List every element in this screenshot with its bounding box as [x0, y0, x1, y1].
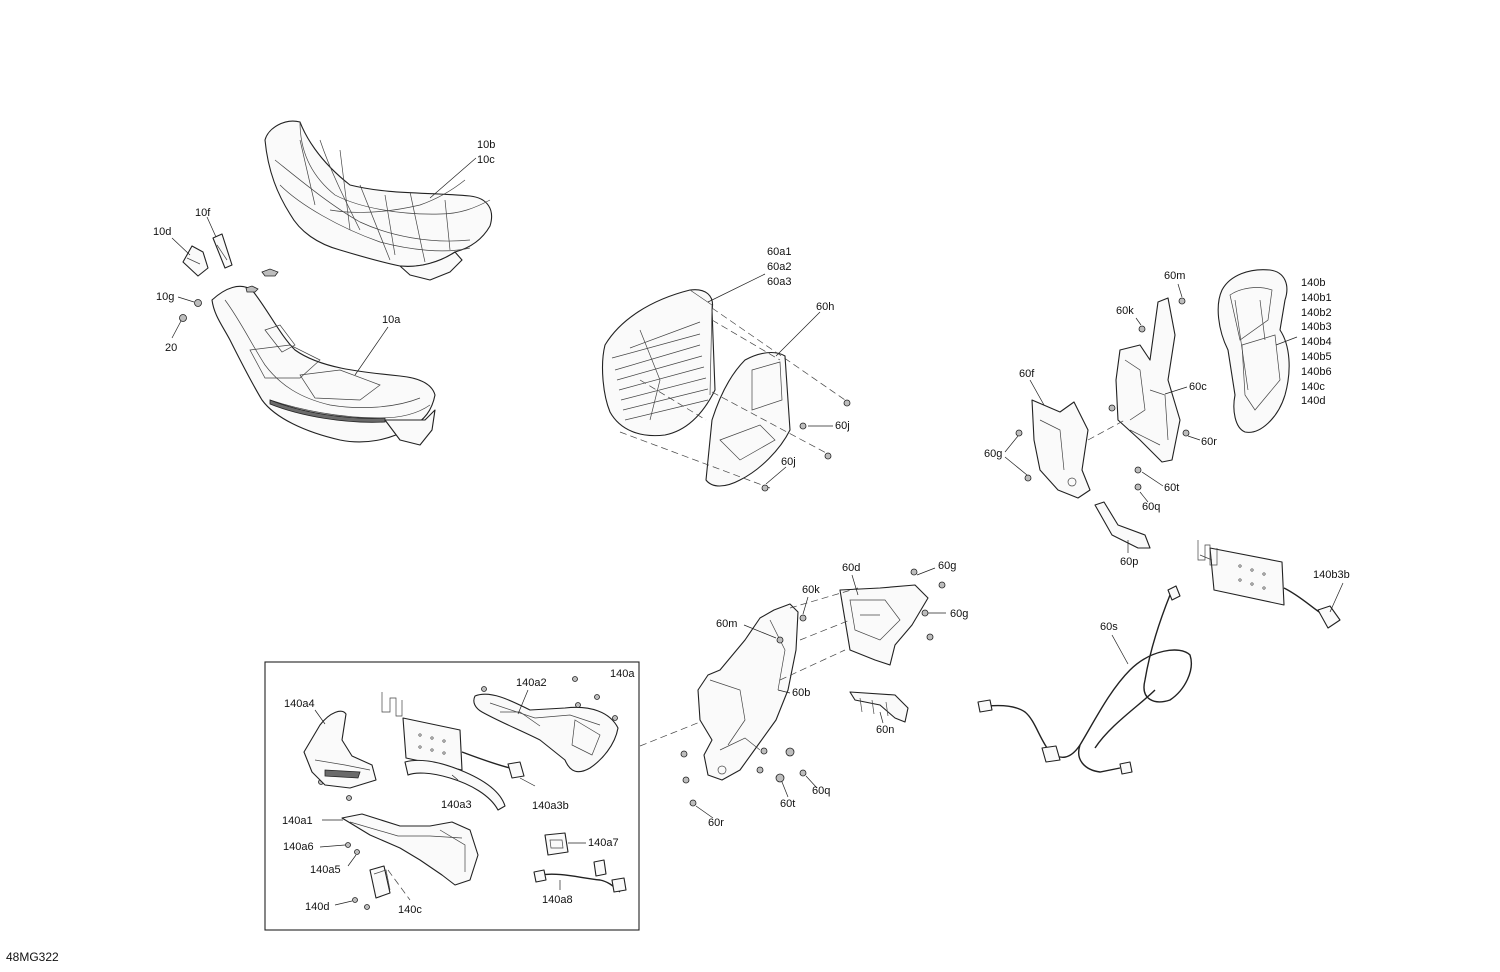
label-60r-2: 60r	[708, 817, 724, 829]
label-60s: 60s	[1100, 621, 1118, 633]
label-140a3: 140a3	[441, 799, 472, 811]
label-60m-2: 60m	[716, 618, 738, 630]
label-140a8: 140a8	[542, 894, 573, 906]
label-60h: 60h	[816, 301, 835, 313]
label-60g-3: 60g	[950, 608, 969, 620]
label-60a3: 60a3	[767, 275, 792, 288]
label-60t-1: 60t	[1164, 482, 1180, 494]
label-10c: 10c	[477, 153, 495, 166]
label-60c: 60c	[1189, 381, 1207, 393]
label-60g-2: 60g	[938, 560, 957, 572]
label-140a4: 140a4	[284, 698, 315, 710]
side-panel-60d	[839, 574, 929, 666]
bracket-60n	[849, 691, 909, 724]
label-10b: 10b	[477, 139, 496, 151]
front-cover-60h	[705, 311, 821, 487]
label-140b1: 140b1	[1301, 291, 1332, 304]
label-140a2: 140a2	[516, 677, 547, 689]
heater-140a3	[381, 692, 536, 787]
side-hardware-60	[1004, 283, 1201, 503]
label-60j-2: 60j	[781, 456, 796, 468]
label-60a1: 60a1	[767, 246, 792, 258]
label-60f: 60f	[1019, 368, 1035, 380]
label-140b2: 140b2	[1301, 306, 1332, 319]
center-dashed-guides	[639, 587, 859, 747]
label-140b6: 140b6	[1301, 365, 1332, 378]
label-10f: 10f	[195, 207, 211, 219]
label-140c-2: 140c	[398, 904, 422, 916]
side-cover-60f	[1029, 379, 1091, 499]
label-60a2: 60a2	[767, 260, 792, 273]
label-60r-1: 60r	[1201, 436, 1217, 448]
label-140a6: 140a6	[283, 841, 314, 853]
label-140a1: 140a1	[282, 815, 313, 827]
label-60m-1: 60m	[1164, 270, 1186, 282]
label-140d-1: 140d	[1301, 395, 1326, 408]
label-60g-1: 60g	[984, 448, 1003, 460]
label-140b3: 140b3	[1301, 321, 1332, 334]
label-140c-1: 140c	[1301, 380, 1325, 393]
seat-latch-10d	[171, 237, 209, 277]
diagram-code: 48MG322	[6, 950, 59, 964]
label-60k-2: 60k	[802, 584, 820, 596]
harness-140a8	[533, 859, 627, 893]
callout-140b: 140b 140b1 140b2 140b3 140b4 140b5 140b6…	[1301, 276, 1332, 409]
seat-cushion	[264, 120, 493, 281]
label-140b4: 140b4	[1301, 336, 1332, 349]
label-60q-2: 60q	[812, 785, 831, 797]
label-10d: 10d	[153, 226, 172, 238]
label-140a: 140a	[610, 668, 635, 680]
grip-140a2	[473, 689, 619, 773]
callout-seat: 10b 10c	[477, 138, 495, 168]
clip-60p	[1094, 501, 1151, 553]
label-60j-1: 60j	[835, 420, 850, 432]
handguard-140b	[1217, 269, 1298, 433]
center-hardware	[680, 567, 946, 819]
label-140a5: 140a5	[310, 864, 341, 876]
side-frame-60b	[697, 603, 799, 781]
seat-bracket-10f	[206, 216, 233, 269]
label-140a7: 140a7	[588, 837, 619, 849]
wire-harness-60s	[977, 585, 1192, 775]
cover-140a4	[303, 709, 377, 789]
pad-140c	[369, 865, 411, 901]
callout-60a: 60a1 60a2 60a3	[767, 245, 791, 289]
label-10g: 10g	[156, 291, 175, 303]
label-140b3b: 140b3b	[1313, 569, 1350, 581]
label-10a: 10a	[382, 314, 401, 326]
seat-hardware	[171, 268, 279, 339]
label-140b: 140b	[1301, 277, 1326, 289]
inset-hardware	[318, 676, 618, 801]
inset-small-hardware	[319, 842, 370, 910]
panel-dashed-guides	[619, 307, 849, 489]
seat-base	[211, 285, 436, 446]
tube-140a3	[404, 759, 506, 811]
grip-heater-140b3b	[1197, 540, 1344, 629]
label-60p: 60p	[1120, 556, 1139, 568]
label-60d: 60d	[842, 562, 861, 574]
lever-140a1	[322, 813, 479, 886]
inset-frame-140a	[264, 661, 640, 931]
label-140a3b: 140a3b	[532, 800, 569, 812]
label-60b: 60b	[792, 687, 811, 699]
front-panel-60a	[601, 273, 766, 437]
label-60t-2: 60t	[780, 798, 796, 810]
side-bracket-60c	[1115, 297, 1188, 463]
label-140d-2: 140d	[305, 901, 330, 913]
panel-screws	[761, 399, 851, 492]
label-60q-1: 60q	[1142, 501, 1161, 513]
label-60k-1: 60k	[1116, 305, 1134, 317]
label-60n: 60n	[876, 724, 895, 736]
label-140b5: 140b5	[1301, 350, 1332, 363]
switch-140a7	[544, 832, 586, 856]
label-20: 20	[165, 342, 178, 354]
